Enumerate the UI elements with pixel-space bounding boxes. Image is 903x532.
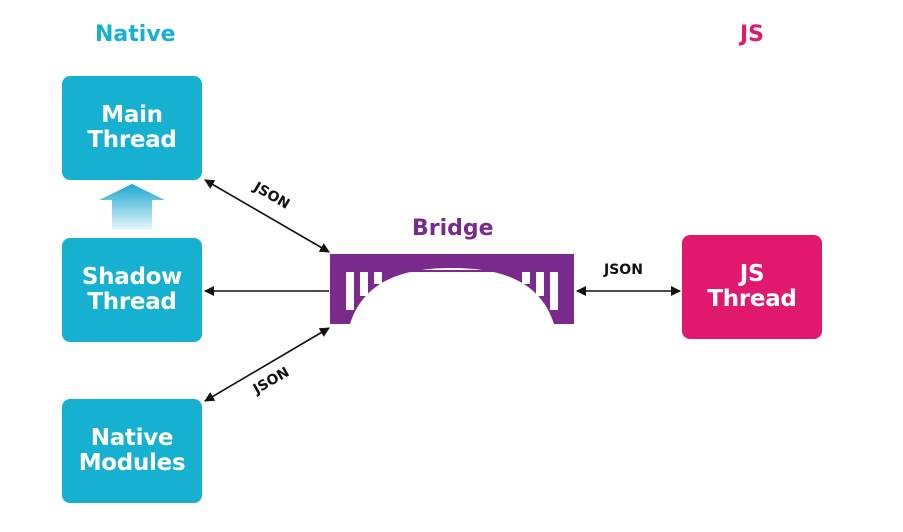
bridge-heading: Bridge: [412, 216, 494, 241]
main-bridge-connector: [204, 179, 330, 253]
main-thread-label-1: Main: [101, 102, 163, 128]
js-thread-label-1: JS: [739, 261, 765, 287]
modules-bridge-connector: [204, 327, 330, 402]
native-modules-label-2: Modules: [78, 450, 186, 476]
native-modules-label-1: Native: [90, 425, 174, 451]
bridge-js-json-label: JSON: [604, 262, 643, 278]
native-modules-box: Native Modules: [62, 399, 202, 503]
js-heading: JS: [740, 22, 765, 47]
main-thread-box: Main Thread: [62, 76, 202, 180]
native-heading: Native: [95, 22, 176, 47]
shadow-to-main-up-arrow: [99, 184, 165, 230]
shadow-thread-label-1: Shadow: [81, 264, 183, 290]
main-thread-label-2: Thread: [87, 127, 177, 153]
shadow-thread-label-2: Thread: [87, 289, 177, 315]
bridge-icon: [330, 254, 574, 324]
js-thread-box: JS Thread: [682, 235, 822, 339]
js-thread-label-2: Thread: [707, 286, 797, 312]
shadow-thread-box: Shadow Thread: [62, 238, 202, 342]
